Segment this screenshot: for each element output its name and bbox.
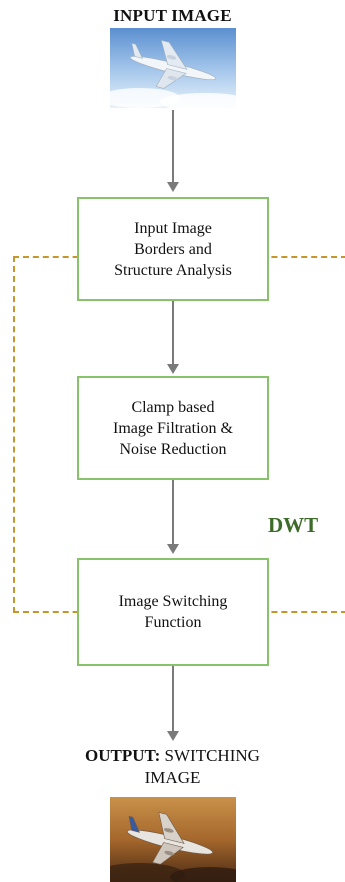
output-title-line1: SWITCHING [164, 746, 260, 765]
box-label-line: Structure Analysis [114, 261, 232, 279]
airplane-sunset-icon [110, 797, 236, 882]
input-image-title: INPUT IMAGE [113, 6, 232, 25]
arrow-connector [172, 480, 174, 544]
arrow-head-icon [167, 364, 179, 374]
arrow-connector [172, 301, 174, 364]
process-box-switching-function: Image Switching Function [77, 558, 269, 666]
output-prefix: OUTPUT: [85, 746, 161, 765]
box-label-line: Noise Reduction [119, 440, 227, 458]
output-title-line2: IMAGE [144, 768, 201, 787]
box-label-line: Borders and [134, 240, 212, 258]
arrow-head-icon [167, 544, 179, 554]
output-airplane-image [110, 797, 236, 882]
arrow-head-icon [167, 731, 179, 741]
box-label-line: Function [144, 614, 202, 631]
input-airplane-image [110, 28, 236, 108]
airplane-sky-icon [110, 28, 236, 108]
output-image-title: OUTPUT: SWITCHING IMAGE [0, 745, 345, 789]
process-box-structure-analysis: Input Image Borders and Structure Analys… [77, 197, 269, 301]
arrow-connector [172, 666, 174, 732]
arrow-head-icon [167, 182, 179, 192]
dwt-group-label: DWT [268, 513, 319, 537]
process-box-filtration: Clamp based Image Filtration & Noise Red… [77, 376, 269, 480]
box-label-line: Image Switching [118, 593, 228, 610]
box-label-line: Image Filtration & [113, 419, 233, 437]
box-label-line: Input Image [134, 219, 212, 237]
arrow-connector [172, 110, 174, 182]
box-label-line: Clamp based [131, 398, 215, 416]
